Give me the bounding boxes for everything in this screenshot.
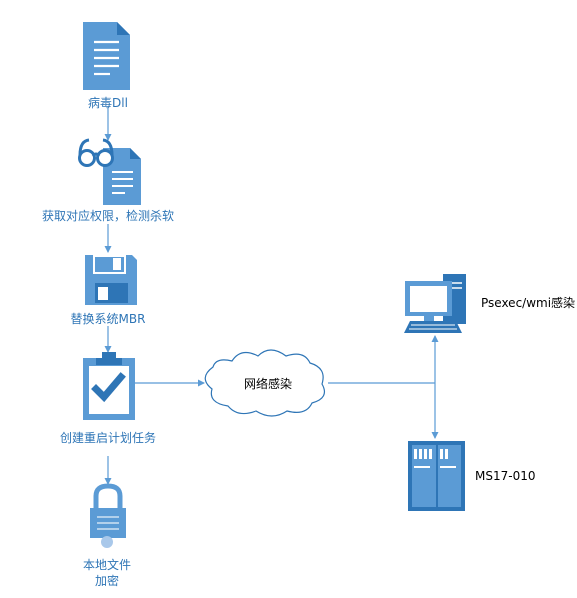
connectors	[104, 108, 439, 485]
server-icon	[408, 441, 465, 511]
lock-icon	[90, 483, 126, 548]
ms17-label: MS17-010	[475, 469, 536, 483]
cloud-icon	[204, 349, 325, 417]
document-icon	[83, 22, 130, 90]
psexec-label: Psexec/wmi感染	[481, 296, 576, 310]
network-label: 网络感染	[243, 377, 293, 391]
computer-icon	[404, 274, 466, 333]
privilege-label: 获取对应权限，检测杀软	[41, 209, 175, 223]
task-label: 创建重启计划任务	[59, 431, 157, 445]
encrypt-label-line1: 本地文件	[82, 558, 132, 572]
clipboard-check-icon	[83, 352, 135, 420]
document-review-icon	[78, 138, 141, 205]
virus-dll-label: 病毒Dll	[88, 96, 128, 110]
glasses-icon	[78, 138, 114, 167]
floppy-disk-icon	[85, 255, 137, 305]
encrypt-label-line2: 加密	[94, 574, 120, 588]
mbr-label: 替换系统MBR	[70, 312, 146, 326]
